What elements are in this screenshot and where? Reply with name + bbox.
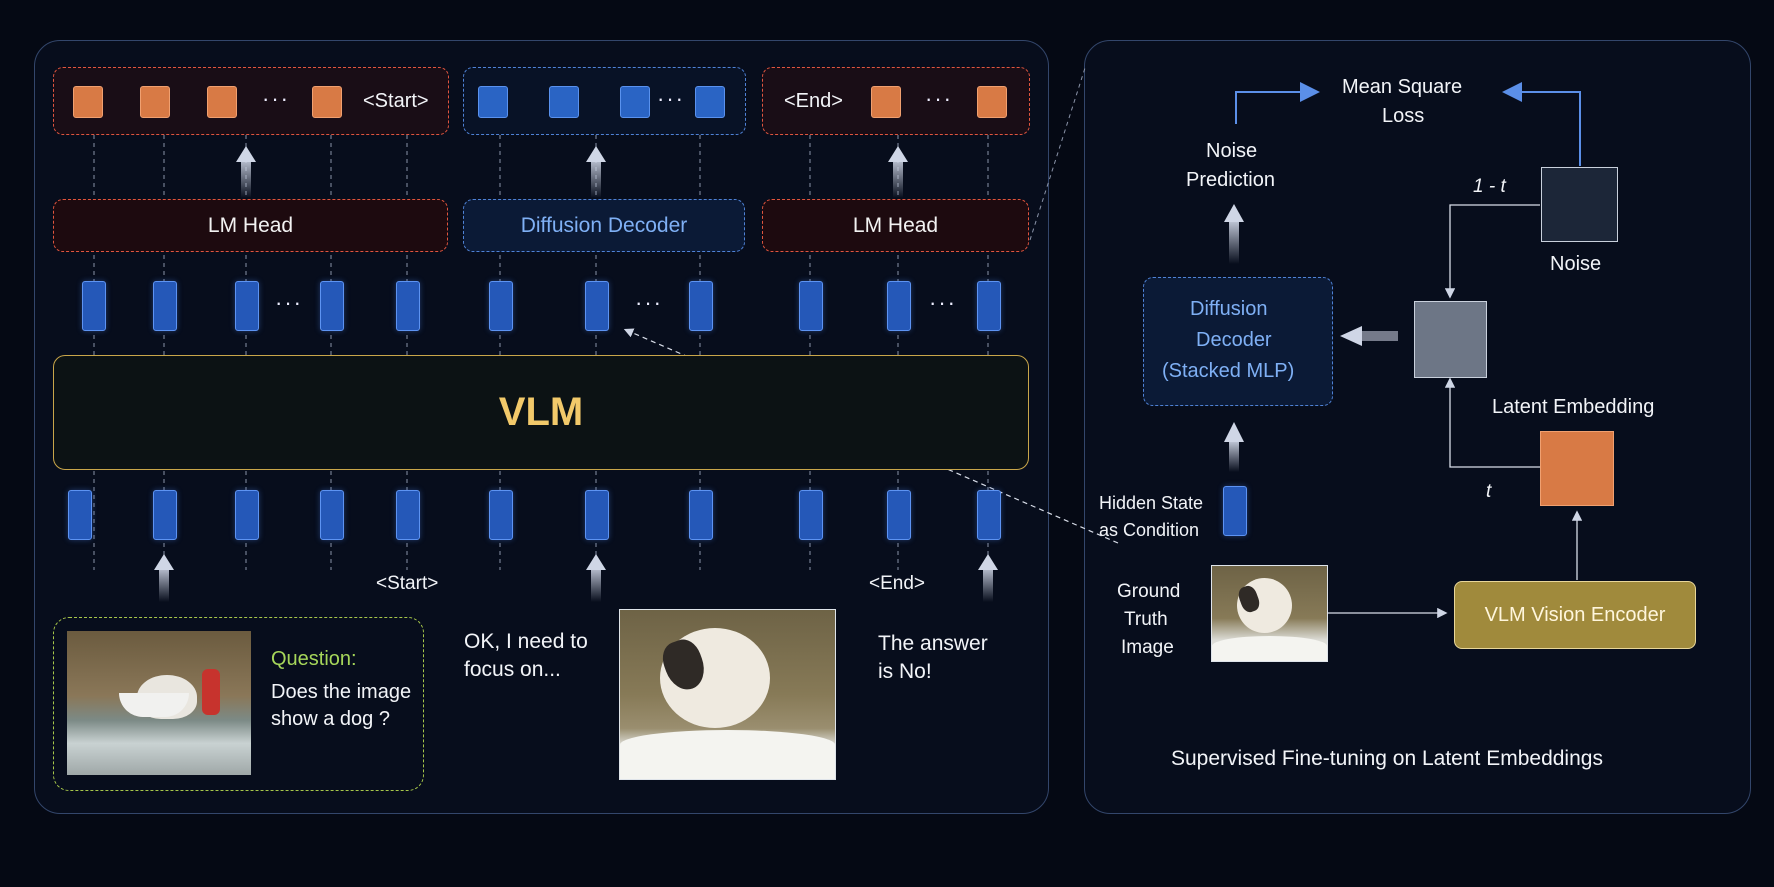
- reasoning-text-line1: OK, I need to: [464, 630, 588, 653]
- diffusion-decoder-mlp-box: [1143, 277, 1333, 406]
- noise-prediction-line2: Prediction: [1186, 169, 1275, 191]
- ellipsis: ···: [635, 290, 663, 315]
- question-label: Question:: [271, 648, 357, 670]
- hidden-state-bar: [585, 281, 609, 331]
- diffusion-decoder-line2: Decoder: [1196, 329, 1272, 351]
- output-token: [871, 86, 901, 118]
- vlm-label: VLM: [498, 390, 584, 434]
- input-embedding-bar: [977, 490, 1001, 540]
- reasoning-text-line2: focus on...: [464, 658, 561, 681]
- input-embedding-bar: [887, 490, 911, 540]
- latent-embedding-square: [1540, 431, 1614, 506]
- vlm-box: VLM: [53, 355, 1029, 470]
- ellipsis: ···: [275, 290, 303, 315]
- output-tokens-group-1: [53, 67, 449, 135]
- mean-square-loss-line1: Mean Square: [1342, 76, 1463, 98]
- question-text-line2: show a dog ?: [271, 708, 390, 730]
- hidden-state-bar: [977, 281, 1001, 331]
- mean-square-loss-line2: Loss: [1382, 105, 1425, 127]
- output-token: [140, 86, 170, 118]
- ellipsis: ···: [657, 86, 685, 111]
- one-minus-t-label: 1 - t: [1473, 176, 1506, 197]
- input-embedding-bar: [489, 490, 513, 540]
- hidden-state-bar: [320, 281, 344, 331]
- input-embedding-bar: [799, 490, 823, 540]
- lm-head-1: LM Head: [53, 199, 448, 252]
- ellipsis: ···: [262, 86, 290, 111]
- ground-truth-line1: Ground: [1117, 581, 1181, 602]
- kitchen-cat-photo: [67, 631, 251, 775]
- ellipsis: ···: [929, 290, 957, 315]
- ground-truth-photo: [1211, 565, 1328, 662]
- hidden-state-condition-bar: [1223, 486, 1247, 536]
- hidden-state-bar: [235, 281, 259, 331]
- latent-embedding-label: Latent Embedding: [1492, 396, 1655, 418]
- output-token: [207, 86, 237, 118]
- latent-token: [695, 86, 725, 118]
- diffusion-decoder-head: Diffusion Decoder: [463, 199, 745, 252]
- output-token: [977, 86, 1007, 118]
- start-token-input: <Start>: [376, 573, 439, 594]
- output-token: [73, 86, 103, 118]
- end-token-label: <End>: [784, 90, 843, 112]
- end-token-input: <End>: [869, 573, 925, 594]
- hidden-state-line2: as Condition: [1099, 520, 1200, 540]
- hidden-state-bar: [489, 281, 513, 331]
- answer-text-line1: The answer: [878, 632, 988, 655]
- input-embedding-bar: [396, 490, 420, 540]
- hidden-state-bar: [82, 281, 106, 331]
- input-embedding-bar: [153, 490, 177, 540]
- latent-token: [549, 86, 579, 118]
- question-text-line1: Does the image: [271, 681, 412, 703]
- input-embedding-bar: [235, 490, 259, 540]
- diffusion-decoder-line3: (Stacked MLP): [1162, 360, 1295, 382]
- ellipsis: ···: [925, 86, 953, 111]
- latent-token: [620, 86, 650, 118]
- vlm-vision-encoder-label: VLM Vision Encoder: [1484, 603, 1666, 626]
- diffusion-decoder-line1: Diffusion: [1190, 298, 1268, 320]
- cropped-cat-photo: [619, 609, 836, 780]
- ground-truth-line3: Image: [1121, 637, 1174, 658]
- question-box: [53, 617, 424, 791]
- input-embedding-bar: [585, 490, 609, 540]
- input-embedding-bar: [68, 490, 92, 540]
- right-panel-caption: Supervised Fine-tuning on Latent Embeddi…: [1171, 747, 1603, 770]
- lm-head-2: LM Head: [762, 199, 1029, 252]
- input-embedding-bar: [689, 490, 713, 540]
- input-embedding-bar: [320, 490, 344, 540]
- noise-label: Noise: [1550, 253, 1602, 275]
- noise-prediction-line1: Noise: [1206, 140, 1258, 162]
- hidden-state-bar: [153, 281, 177, 331]
- hidden-state-bar: [887, 281, 911, 331]
- hidden-state-bar: [396, 281, 420, 331]
- noise-square: [1541, 167, 1618, 242]
- t-label: t: [1486, 481, 1492, 502]
- hidden-state-bar: [799, 281, 823, 331]
- vlm-vision-encoder-box: VLM Vision Encoder: [1454, 581, 1696, 649]
- hidden-state-line1: Hidden State: [1099, 493, 1204, 513]
- latent-token: [478, 86, 508, 118]
- noisy-latent-square: [1414, 301, 1487, 378]
- answer-text-line2: is No!: [878, 660, 932, 683]
- ground-truth-line2: Truth: [1124, 609, 1168, 630]
- hidden-state-bar: [689, 281, 713, 331]
- right-panel: [1084, 40, 1751, 814]
- output-token: [312, 86, 342, 118]
- start-token-label: <Start>: [363, 90, 429, 112]
